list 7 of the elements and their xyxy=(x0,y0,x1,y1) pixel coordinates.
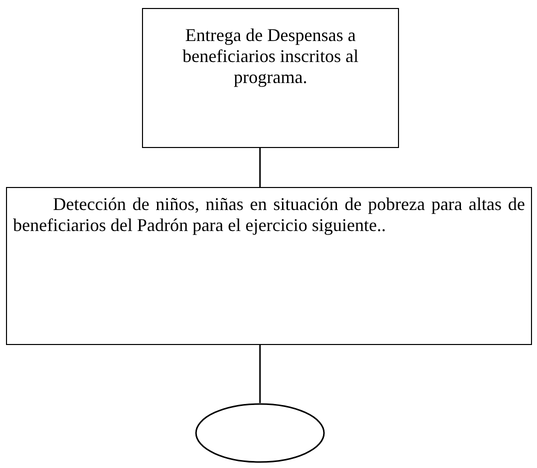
process-box xyxy=(6,187,532,345)
connector-line xyxy=(259,345,261,403)
box-text: Entrega de Despensas a beneficiarios inscritos al programa. xyxy=(182,25,360,88)
process-box xyxy=(142,8,399,148)
connector-line xyxy=(259,148,261,187)
box-text: Detección de niños, niñas en situación de pobreza para altas de beneficiarios del Padrón para el ejercicio siguiente.. xyxy=(13,194,525,236)
terminal-ellipse xyxy=(195,403,325,463)
